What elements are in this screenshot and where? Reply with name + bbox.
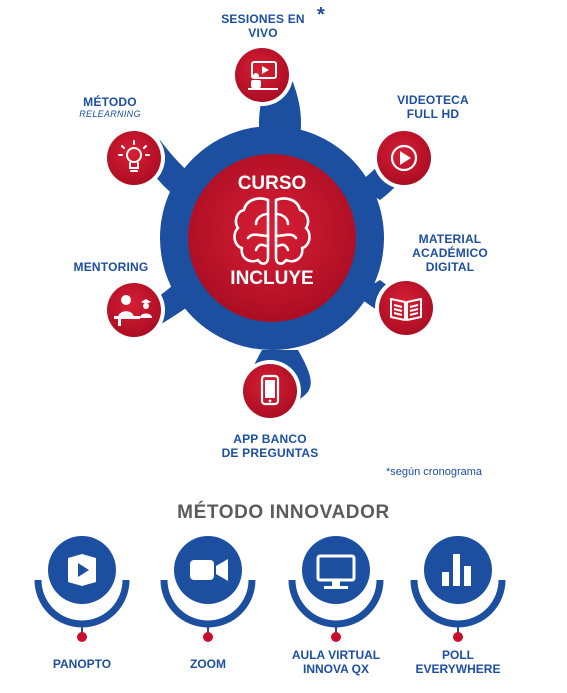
label-videoteca: VIDEOTECA FULL HD	[378, 93, 488, 121]
play-icon	[68, 554, 96, 586]
tool-label-panopto: PANOPTO	[52, 657, 112, 671]
label-app-line2: DE PREGUNTAS	[221, 446, 319, 460]
video-camera-icon	[190, 559, 228, 581]
hub-center-circle	[188, 154, 356, 322]
label-material-line2: ACADÉMICO	[412, 246, 488, 260]
center-title-line2: INCLUYE	[230, 268, 314, 289]
presenter-icon	[248, 61, 278, 90]
node-sesiones	[231, 44, 293, 106]
label-sesiones: SESIONES EN VIVO	[208, 12, 318, 40]
label-mentoring: MENTORING	[73, 260, 149, 274]
tool-poll-graphic	[410, 536, 506, 642]
label-videoteca-line2: FULL HD	[406, 107, 460, 121]
asterisk-mark: *	[317, 4, 325, 26]
label-app: APP BANCO DE PREGUNTAS	[205, 432, 335, 460]
center-title-line1: CURSO	[237, 173, 307, 194]
brain-icon	[233, 197, 311, 265]
mentor-icon	[114, 295, 152, 326]
label-sesiones-line1: SESIONES EN	[221, 12, 305, 26]
label-videoteca-line1: VIDEOTECA	[397, 93, 469, 107]
tool-label-zoom: ZOOM	[190, 657, 226, 671]
section-title: MÉTODO INNOVADOR	[177, 502, 390, 523]
lightbulb-icon	[118, 140, 150, 172]
label-app-line1: APP BANCO	[233, 432, 307, 446]
smartphone-icon	[260, 374, 280, 406]
tool-panopto-graphic	[34, 536, 130, 642]
label-metodo-line1: MÉTODO	[83, 95, 137, 109]
label-material-line1: MATERIAL	[418, 232, 482, 246]
tool-label-aula: AULA VIRTUAL INNOVA QX	[281, 648, 391, 676]
node-mentoring	[103, 279, 165, 341]
tool-aula-graphic	[288, 536, 384, 642]
tool-label-poll-line2: EVERYWHERE	[415, 662, 501, 676]
course-diagram	[103, 44, 433, 418]
tool-label-aula-line1: AULA VIRTUAL	[291, 648, 381, 662]
play-circle-icon	[390, 144, 418, 172]
bar-chart-icon	[442, 554, 471, 586]
monitor-icon	[316, 554, 356, 589]
label-sesiones-line2: VIVO	[248, 26, 278, 40]
tools-graphics	[34, 536, 506, 642]
tool-label-aula-line2: INNOVA QX	[302, 662, 369, 676]
label-material-line3: DIGITAL	[425, 260, 475, 274]
tool-label-poll-line1: POLL	[442, 648, 474, 662]
node-metodo	[103, 127, 165, 189]
label-material: MATERIAL ACADÉMICO DIGITAL	[395, 232, 505, 274]
tool-zoom-graphic	[160, 536, 256, 642]
schedule-note: *según cronograma	[386, 466, 483, 478]
label-metodo: MÉTODO RELEARNING	[60, 95, 160, 119]
book-icon	[390, 298, 422, 321]
label-metodo-sub: RELEARNING	[79, 109, 141, 119]
tool-label-poll: POLL EVERYWHERE	[403, 648, 513, 676]
